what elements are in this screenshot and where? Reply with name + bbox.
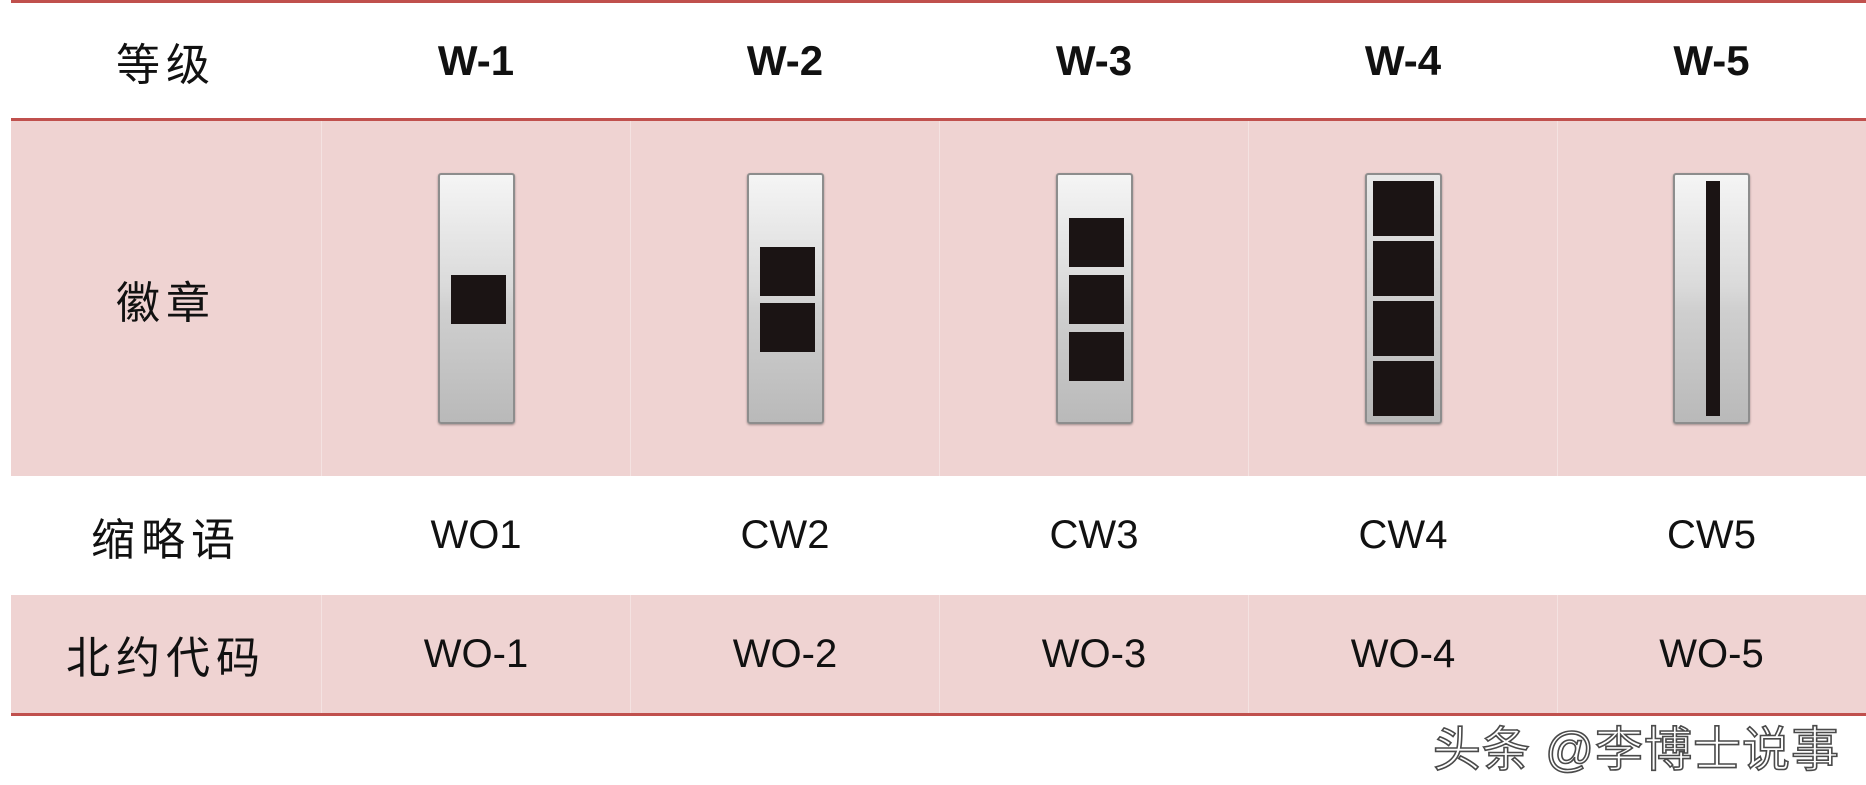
insignia-square	[759, 303, 815, 352]
nato-code-w5: WO-5	[1659, 631, 1764, 676]
nato-label-cell: 北约代码	[11, 595, 321, 713]
grade-w5: W-5	[1673, 36, 1750, 84]
abbreviation-cell: CW3	[939, 476, 1248, 595]
grade-w3: W-3	[1055, 36, 1133, 84]
insignia-square	[1372, 241, 1434, 296]
abbreviation-w1: WO1	[430, 513, 522, 557]
header-row: 等级 W-1 W-2 W-3 W-4 W-5	[11, 3, 1866, 118]
table-top-rule	[11, 0, 1866, 3]
grade-w2: W-2	[746, 36, 824, 84]
insignia-square	[1372, 181, 1434, 236]
insignia-square	[1068, 332, 1124, 381]
nato-cell: WO-4	[1248, 595, 1557, 713]
abbreviation-w5: CW5	[1667, 513, 1756, 557]
abbreviation-cell: CW4	[1248, 476, 1557, 595]
grade-label: 等级	[116, 40, 216, 90]
nato-code-row: 北约代码 WO-1 WO-2 WO-3 WO-4 WO-5	[11, 595, 1866, 713]
nato-code-w3: WO-3	[1041, 631, 1147, 676]
insignia-square	[1068, 275, 1124, 324]
abbreviation-cell: CW5	[1557, 476, 1865, 595]
grade-cell: W-2	[630, 3, 939, 118]
nato-cell: WO-1	[321, 595, 630, 713]
abbreviation-w2: CW2	[740, 513, 830, 557]
insignia-w3-icon	[1055, 173, 1133, 424]
insignia-w5-icon	[1673, 173, 1750, 424]
watermark: 头条 @李博士说事	[1432, 723, 1840, 778]
insignia-w1-icon	[437, 173, 515, 424]
grade-cell: W-1	[321, 3, 630, 118]
insignia-cell	[630, 121, 939, 476]
abbreviation-label-cell: 缩略语	[11, 476, 321, 595]
abbreviation-cell: WO1	[321, 476, 630, 595]
insignia-square	[759, 247, 815, 296]
grade-w4: W-4	[1364, 36, 1442, 84]
nato-cell: WO-5	[1557, 595, 1865, 713]
nato-code-w1: WO-1	[423, 631, 529, 676]
insignia-label: 徽章	[116, 278, 216, 328]
abbreviation-w4: CW4	[1358, 513, 1448, 557]
insignia-w4-icon	[1364, 173, 1442, 424]
grade-cell: W-3	[939, 3, 1248, 118]
grade-cell: W-5	[1557, 3, 1865, 118]
abbreviation-row: 缩略语 WO1 CW2 CW3 CW4 CW5	[11, 476, 1866, 595]
nato-code-w2: WO-2	[732, 631, 838, 676]
header-label-cell: 等级	[11, 3, 321, 118]
insignia-label-cell: 徽章	[11, 121, 321, 476]
insignia-cell	[321, 121, 630, 476]
insignia-stripe	[1706, 181, 1720, 416]
insignia-cell	[1557, 121, 1865, 476]
abbreviation-cell: CW2	[630, 476, 939, 595]
insignia-square	[1372, 361, 1434, 416]
grade-w1: W-1	[437, 36, 515, 84]
abbreviation-w3: CW3	[1049, 513, 1139, 557]
nato-cell: WO-2	[630, 595, 939, 713]
insignia-cell	[939, 121, 1248, 476]
abbreviation-label: 缩略语	[91, 515, 241, 565]
grade-cell: W-4	[1248, 3, 1557, 118]
nato-label: 北约代码	[66, 634, 266, 683]
nato-cell: WO-3	[939, 595, 1248, 713]
insignia-cell	[1248, 121, 1557, 476]
insignia-square	[1372, 301, 1434, 356]
insignia-w2-icon	[746, 173, 824, 424]
nato-code-w4: WO-4	[1350, 631, 1456, 676]
header-divider-rule	[11, 118, 1866, 121]
insignia-square	[450, 275, 506, 324]
insignia-row: 徽章	[11, 121, 1866, 476]
insignia-square	[1068, 218, 1124, 267]
table-bottom-rule	[11, 713, 1866, 716]
